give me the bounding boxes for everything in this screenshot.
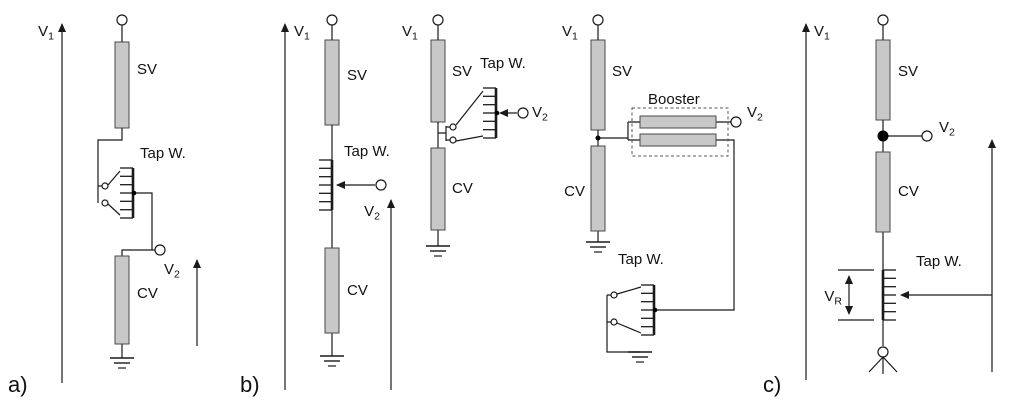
panel-c-letter: c) xyxy=(763,372,781,397)
ground-a xyxy=(109,357,135,369)
junction-dot-b3-tap xyxy=(652,307,658,313)
label-cv-b3: CV xyxy=(564,183,585,200)
terminal-v2-b3 xyxy=(730,116,742,128)
junction-dot-a xyxy=(131,190,137,196)
winding-cv-a xyxy=(114,255,130,345)
panel-c: c) V1 SV V2 CV Tap W. VR xyxy=(763,14,996,397)
panel-b-letter: b) xyxy=(240,372,260,397)
label-v1-b2: V1 xyxy=(402,23,418,43)
terminal-v2-b2 xyxy=(517,107,529,119)
selector-contact-a-1 xyxy=(101,182,109,190)
label-tap-b1: Tap W. xyxy=(344,143,390,160)
label-tap-c: Tap W. xyxy=(916,253,962,270)
winding-cv-b3 xyxy=(590,145,606,232)
wiring-b2 xyxy=(437,25,484,246)
panel-b-variant-1: V1 SV Tap W. V2 CV xyxy=(281,14,395,390)
label-booster: Booster xyxy=(648,91,700,108)
ground-b3-main xyxy=(585,241,611,253)
terminal-top-b1 xyxy=(326,14,338,26)
label-v2-a: V2 xyxy=(164,261,180,281)
winding-cv-c xyxy=(875,151,891,233)
winding-cv-b2 xyxy=(430,147,446,231)
label-tap-b2: Tap W. xyxy=(480,55,526,72)
junction-dot-b3-main xyxy=(595,135,601,141)
terminal-v2-c xyxy=(921,130,933,142)
label-sv-b3: SV xyxy=(612,63,632,80)
ground-b1 xyxy=(319,355,345,367)
tap-winding-comb-b1 xyxy=(317,158,334,212)
vr-ticks xyxy=(838,269,874,321)
booster-winding-top xyxy=(639,115,717,129)
label-v2-b2: V2 xyxy=(532,104,548,124)
label-v1-b1: V1 xyxy=(294,23,310,43)
moving-contact-c xyxy=(877,346,889,358)
panel-b-variant-2: V1 SV Tap W. V2 CV xyxy=(402,14,548,257)
terminal-v2-b1 xyxy=(375,179,387,191)
winding-sv-b1 xyxy=(324,39,340,126)
selector-contact-a-2 xyxy=(101,199,109,207)
panel-a-letter: a) xyxy=(8,372,28,397)
label-v2-c: V2 xyxy=(939,119,955,139)
label-cv-a: CV xyxy=(137,285,158,302)
label-v1-c: V1 xyxy=(814,23,830,43)
booster-box xyxy=(631,107,729,157)
label-v2-b1: V2 xyxy=(364,203,380,223)
label-sv-b1: SV xyxy=(347,67,367,84)
terminal-top-c xyxy=(877,14,889,26)
label-tap-a: Tap W. xyxy=(140,145,186,162)
winding-cv-b1 xyxy=(324,247,340,334)
terminal-v2-a xyxy=(154,244,166,256)
label-vr: VR xyxy=(824,288,842,308)
junction-dot-b2 xyxy=(494,110,500,116)
label-cv-b2: CV xyxy=(452,180,473,197)
label-v2-b3: V2 xyxy=(747,104,763,124)
label-sv-c: SV xyxy=(898,63,918,80)
junction-dot-c xyxy=(877,130,889,142)
winding-sv-b3 xyxy=(590,39,606,131)
panel-b-variant-3: V1 SV CV Booster V2 Tap W. xyxy=(562,14,763,363)
selector-contact-b2-2 xyxy=(449,136,457,144)
terminal-top-a xyxy=(116,14,128,26)
ground-b3-tap xyxy=(627,351,653,363)
label-cv-b1: CV xyxy=(347,282,368,299)
panel-b: b) V1 SV Tap W. V2 CV V1 SV Tap W. xyxy=(240,14,763,397)
selector-contact-b3-1 xyxy=(610,291,618,299)
wiring-a xyxy=(97,25,155,358)
winding-sv-b2 xyxy=(430,39,446,123)
tap-winding-comb-b2 xyxy=(481,86,498,140)
winding-sv-c xyxy=(875,39,891,121)
label-v1-b3: V1 xyxy=(562,23,578,43)
ground-b2 xyxy=(425,245,451,257)
tap-winding-comb-b3 xyxy=(639,283,656,337)
terminal-top-b3 xyxy=(592,14,604,26)
booster-winding-bottom xyxy=(639,133,717,147)
label-sv-b2: SV xyxy=(452,63,472,80)
tap-winding-comb-a xyxy=(118,166,135,220)
selector-contact-b2-1 xyxy=(449,123,457,131)
selector-contact-b3-2 xyxy=(610,318,618,326)
label-tap-b3: Tap W. xyxy=(618,251,664,268)
vr-measure: VR xyxy=(824,269,874,321)
winding-sv-a xyxy=(114,41,130,129)
label-v1-a: V1 xyxy=(38,23,54,43)
panel-a: a) V1 SV Tap W. V2 CV xyxy=(8,14,201,397)
label-cv-c: CV xyxy=(898,183,919,200)
tap-winding-comb-c xyxy=(881,268,898,322)
label-sv-a: SV xyxy=(137,61,157,78)
terminal-top-b2 xyxy=(432,14,444,26)
